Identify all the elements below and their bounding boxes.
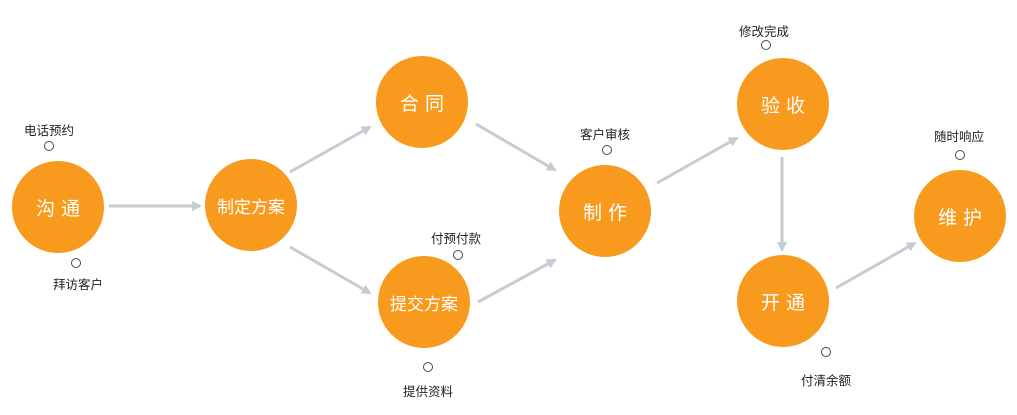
annotation-label: 修改完成: [739, 24, 790, 39]
arrow-zhizuo-yanshou: [656, 136, 739, 185]
annotation-dot-icon: [423, 362, 433, 372]
arrow-hetong-zhizuo: [475, 122, 557, 172]
node-kaitong[interactable]: 开 通: [737, 255, 829, 347]
arrow-zhiding-hetong: [289, 125, 372, 174]
arrow-tijiao-zhizuo: [477, 258, 557, 304]
node-yanshou[interactable]: 验 收: [737, 58, 829, 150]
annotation-dot-icon: [955, 150, 965, 160]
arrow-kaitong-weihu: [835, 241, 917, 290]
annotation-dot-icon: [602, 145, 612, 155]
annotation-dot-icon: [821, 347, 831, 357]
annotation-label: 随时响应: [934, 129, 985, 144]
annotation-dot-icon: [761, 40, 771, 50]
node-zhizuo[interactable]: 制 作: [559, 165, 651, 257]
node-hetong[interactable]: 合 同: [376, 56, 468, 148]
node-tijiao[interactable]: 提交方案: [378, 256, 470, 348]
annotation-label: 客户审核: [580, 127, 631, 142]
annotation-label: 付预付款: [431, 231, 482, 246]
arrow-zhiding-tijiao: [289, 245, 372, 295]
annotation-label: 提供资料: [403, 384, 454, 399]
node-zhiding[interactable]: 制定方案: [205, 159, 297, 251]
node-weihu[interactable]: 维 护: [914, 170, 1006, 262]
annotation-label: 付清余额: [801, 373, 852, 388]
annotation-label: 拜访客户: [53, 277, 104, 292]
node-goutong[interactable]: 沟 通: [12, 161, 104, 253]
annotation-label: 电话预约: [24, 123, 75, 138]
annotation-dot-icon: [453, 250, 463, 260]
annotation-dot-icon: [44, 141, 54, 151]
annotation-dot-icon: [71, 258, 81, 268]
